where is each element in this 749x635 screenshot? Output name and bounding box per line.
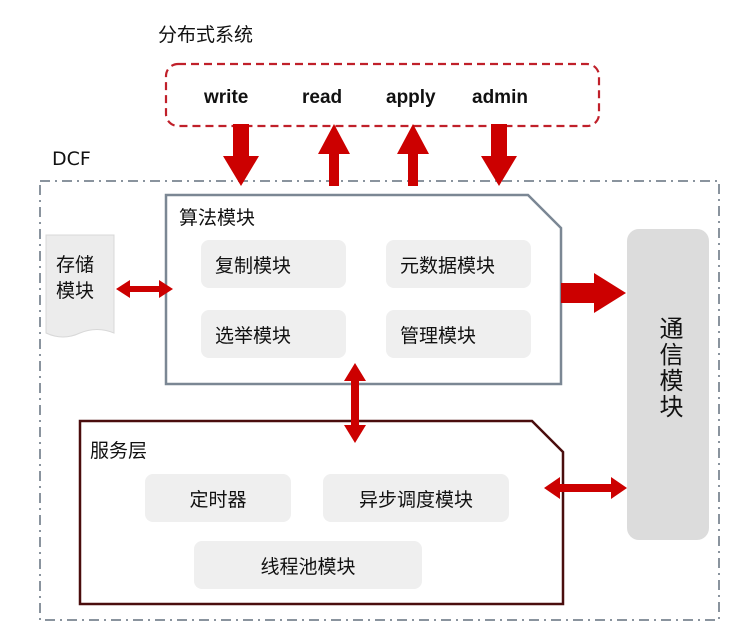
replication-module: 复制模块 [201, 240, 346, 288]
dcf-label: DCF [52, 148, 91, 170]
algorithm-comm-arrow [561, 273, 626, 313]
thread-pool-module: 线程池模块 [194, 541, 422, 589]
timer-module: 定时器 [145, 474, 291, 522]
api-apply-label: apply [386, 87, 436, 108]
storage-module-label: 存储 模块 [56, 252, 94, 304]
apply-arrow-up [397, 124, 429, 186]
algorithm-module-title: 算法模块 [179, 207, 256, 229]
storage-label-line2: 模块 [56, 280, 95, 302]
async-scheduler-module: 异步调度模块 [323, 474, 509, 522]
service-layer-title: 服务层 [90, 440, 148, 462]
service-comm-double-arrow [544, 477, 627, 499]
system-title: 分布式系统 [158, 24, 254, 46]
storage-algorithm-double-arrow [116, 280, 173, 298]
metadata-module: 元数据模块 [386, 240, 531, 288]
write-arrow-down [223, 124, 259, 186]
communication-module-label: 通信模块 [655, 316, 683, 420]
api-read-label: read [302, 87, 343, 108]
read-arrow-up [318, 124, 350, 186]
election-module: 选举模块 [201, 310, 346, 358]
api-write-label: write [204, 87, 249, 108]
storage-label-line1: 存储 [56, 254, 95, 276]
api-admin-label: admin [472, 87, 528, 108]
management-module: 管理模块 [386, 310, 531, 358]
admin-arrow-down [481, 124, 517, 186]
algorithm-service-double-arrow [344, 363, 366, 443]
